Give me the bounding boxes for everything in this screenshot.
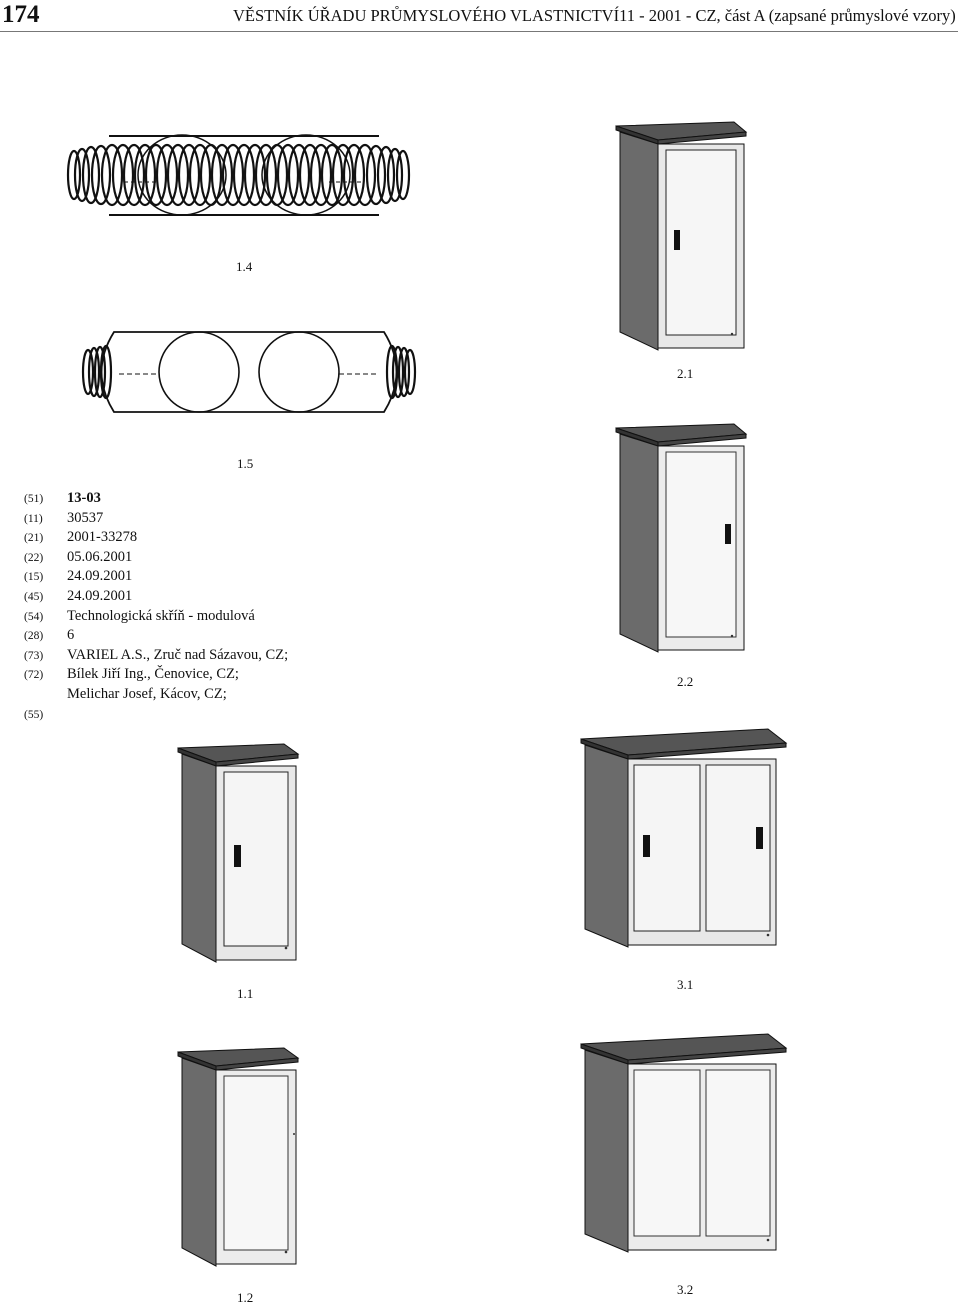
owner: VARIEL A.S., Zruč nad Sázavou, CZ; (67, 646, 289, 663)
inid-code: (28) (24, 630, 44, 643)
filing-date: 05.06.2001 (67, 548, 133, 565)
figure-3-1-cabinet (578, 725, 790, 950)
design-title: Technologická skříň - modulová (67, 607, 255, 624)
inid-code: (54) (24, 610, 44, 623)
inid-code: (55) (24, 708, 44, 721)
page-header: 174 VĚSTNÍK ÚŘADU PRŮMYSLOVÉHO VLASTNICT… (0, 0, 960, 34)
figure-1-4-drawing (64, 128, 424, 223)
inid-code: (45) (24, 590, 44, 603)
inid-code: (15) (24, 571, 44, 584)
inid-code: (72) (24, 669, 44, 682)
number-of-designs: 6 (67, 627, 75, 644)
designer: Bílek Jiří Ing., Čenovice, CZ; (67, 666, 239, 683)
figure-label-1-5: 1.5 (237, 456, 254, 471)
page-number: 174 (2, 1, 40, 28)
figure-label-2-1: 2.1 (677, 366, 694, 381)
inid-code: (21) (24, 532, 44, 545)
figure-label-2-2: 2.2 (677, 674, 694, 689)
designer: Melichar Josef, Kácov, CZ; (67, 685, 227, 702)
figure-label-3-2: 3.2 (677, 1282, 694, 1297)
figure-1-5-drawing (74, 322, 424, 422)
classification-value: 13-03 (67, 490, 101, 506)
figure-2-1-cabinet (612, 118, 757, 353)
inid-code: (73) (24, 649, 44, 662)
inid-code: (11) (24, 512, 43, 525)
journal-title: VĚSTNÍK ÚŘADU PRŮMYSLOVÉHO VLASTNICTVÍ11… (233, 6, 956, 25)
figure-label-1-4: 1.4 (236, 259, 253, 274)
registration-number: 30537 (67, 509, 104, 526)
figure-label-3-1: 3.1 (677, 977, 694, 992)
inid-code: (51) (24, 493, 44, 505)
figure-label-1-2: 1.2 (237, 1290, 254, 1305)
figure-2-2-cabinet (612, 420, 757, 655)
publication-date: 24.09.2001 (67, 587, 133, 604)
inid-code: (22) (24, 551, 44, 564)
figure-3-2-cabinet (578, 1030, 790, 1255)
registration-date: 24.09.2001 (67, 568, 133, 585)
application-number: 2001-33278 (67, 529, 138, 546)
figure-label-1-1: 1.1 (237, 986, 254, 1001)
figure-1-1-cabinet (174, 740, 309, 965)
header-rule (0, 31, 958, 32)
figure-1-2-cabinet (174, 1044, 309, 1269)
